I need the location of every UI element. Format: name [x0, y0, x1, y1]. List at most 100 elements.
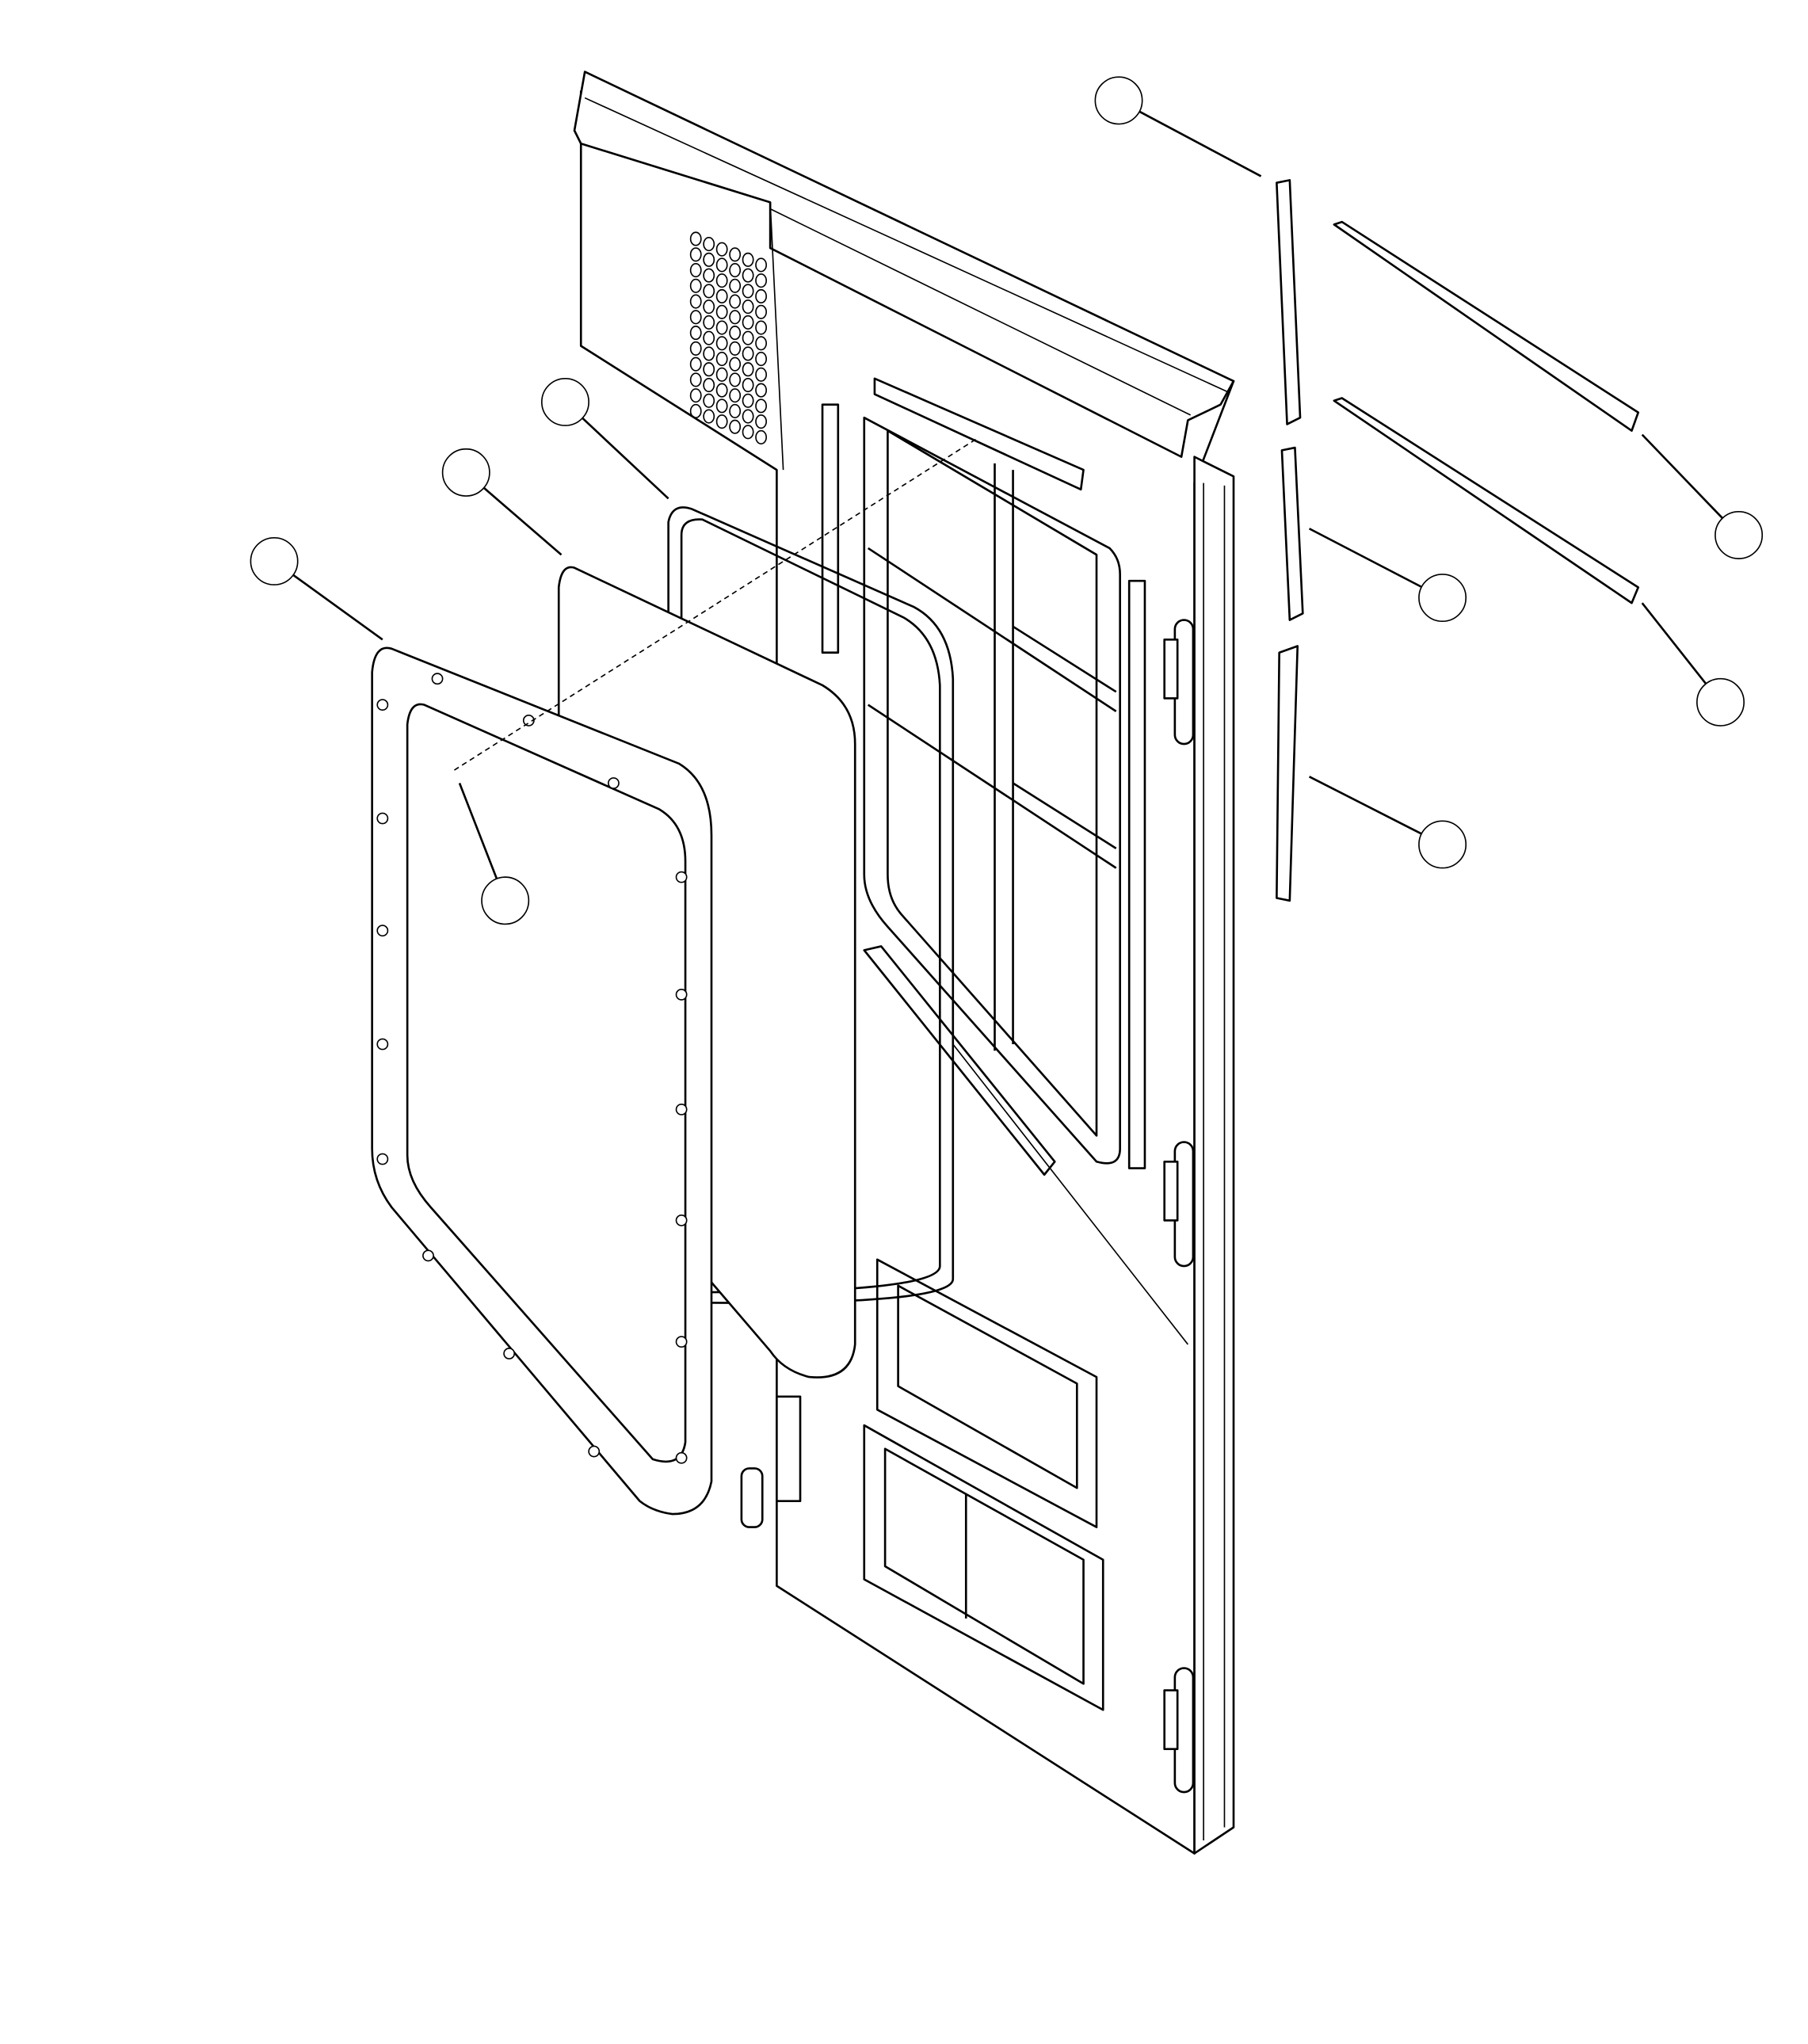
screw	[376, 812, 389, 825]
vent-hole	[729, 310, 742, 325]
vent-hole	[755, 288, 768, 304]
vent-hole	[729, 326, 742, 341]
screw	[503, 1348, 516, 1359]
vent-hole	[742, 393, 754, 408]
vent-hole	[755, 304, 768, 319]
latch-block	[740, 1395, 802, 1528]
callout-balloon	[481, 876, 530, 925]
screw	[675, 1451, 688, 1464]
callout-balloon	[250, 536, 299, 585]
vent-hole	[689, 403, 702, 419]
vent-hole	[742, 425, 754, 440]
vent-hole	[729, 357, 742, 372]
vent-hole	[742, 346, 754, 361]
screw	[588, 1445, 601, 1458]
vent-hole	[742, 315, 754, 330]
leader-line	[483, 486, 563, 556]
leader-line	[458, 783, 498, 879]
vent-hole	[715, 352, 728, 367]
vent-hole	[755, 399, 768, 414]
window-frame	[371, 646, 713, 1516]
vent-hole	[703, 330, 715, 345]
vent-hole	[689, 357, 702, 372]
vent-hole	[755, 429, 768, 444]
vent-hole	[742, 252, 754, 267]
callout-group	[250, 76, 1764, 925]
vent-hole	[729, 294, 742, 309]
leader-line	[1308, 776, 1422, 835]
leader-line	[1641, 602, 1707, 685]
vent-hole	[715, 273, 728, 288]
vent-hole	[742, 409, 754, 424]
callout-5	[1308, 776, 1467, 869]
vent-grille	[689, 231, 768, 444]
screw	[675, 1336, 688, 1348]
vent-hole	[729, 419, 742, 434]
vent-hole	[742, 330, 754, 345]
hinge-bottom	[1163, 1667, 1195, 1794]
callout-2	[1641, 433, 1764, 559]
vent-hole	[742, 299, 754, 315]
vent-hole	[715, 320, 728, 335]
callout-balloon	[1418, 820, 1467, 869]
callout-6	[540, 377, 669, 500]
vent-hole	[689, 247, 702, 262]
callout-9	[458, 783, 530, 925]
vent-hole	[703, 393, 715, 408]
callout-1	[1094, 76, 1262, 177]
callout-4	[1641, 602, 1745, 726]
frame-screws	[376, 673, 688, 1464]
vent-hole	[715, 304, 728, 319]
leader-line	[1139, 110, 1262, 177]
vent-hole	[703, 377, 715, 393]
callout-balloon	[1715, 511, 1764, 559]
screw	[376, 699, 389, 711]
vent-hole	[742, 268, 754, 283]
callout-balloon	[1696, 677, 1745, 726]
hinge-top	[1163, 619, 1195, 746]
vent-hole	[755, 414, 768, 429]
vent-hole	[703, 284, 715, 299]
callout-7	[441, 448, 563, 556]
vent-hole	[715, 414, 728, 429]
vent-hole	[715, 288, 728, 304]
vent-hole	[703, 362, 715, 377]
seal-strips	[1276, 179, 1640, 902]
vent-hole	[689, 341, 702, 356]
leader-line	[1308, 528, 1422, 589]
vent-hole	[742, 284, 754, 299]
vent-hole	[689, 326, 702, 341]
vent-hole	[703, 299, 715, 315]
vent-hole	[755, 367, 768, 382]
vent-hole	[689, 231, 702, 246]
screw	[675, 988, 688, 1001]
vent-hole	[715, 257, 728, 273]
lower-vent-plate	[863, 1424, 1104, 1711]
vent-hole	[729, 403, 742, 419]
callout-balloon	[540, 377, 589, 426]
leader-line	[582, 417, 669, 500]
vent-hole	[689, 388, 702, 403]
vent-hole	[689, 294, 702, 309]
vent-hole	[703, 409, 715, 424]
hinge-middle	[1163, 1141, 1195, 1268]
screw	[608, 777, 620, 789]
screw	[376, 925, 389, 937]
vent-hole	[703, 315, 715, 330]
vent-hole	[729, 388, 742, 403]
vent-hole	[703, 268, 715, 283]
vent-hole	[715, 336, 728, 351]
vent-hole	[689, 262, 702, 278]
callout-8	[250, 536, 383, 641]
vent-hole	[715, 399, 728, 414]
leader-line	[292, 574, 383, 641]
vent-hole	[729, 372, 742, 387]
vent-hole	[755, 383, 768, 398]
vent-hole	[715, 383, 728, 398]
vent-hole	[729, 262, 742, 278]
vent-hole	[729, 341, 742, 356]
vent-hole	[755, 257, 768, 273]
vent-hole	[729, 247, 742, 262]
callout-balloon	[1094, 76, 1143, 125]
